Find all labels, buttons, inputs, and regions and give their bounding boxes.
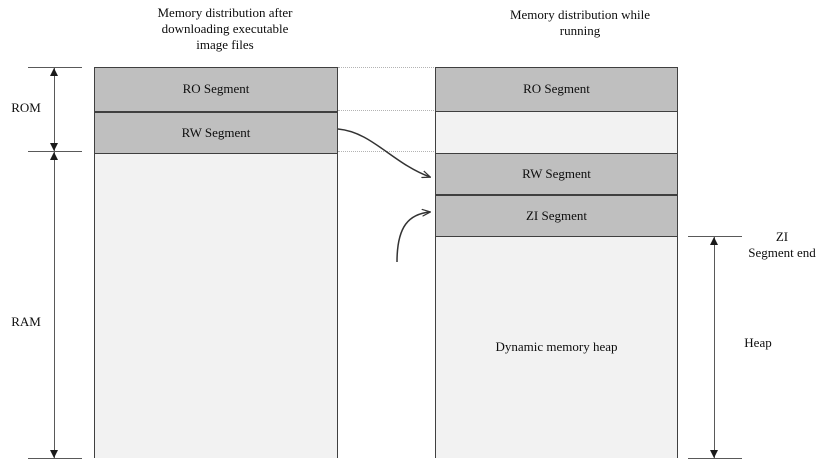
left-segment-ro: RO Segment (95, 66, 337, 112)
memory-map-after-download: RO Segment RW Segment (94, 66, 338, 459)
left-segment-rw: RW Segment (95, 111, 337, 154)
rom-bracket-bottom-tick (28, 151, 82, 152)
heap-bracket-top-tick (688, 236, 742, 237)
left-diagram-title: Memory distribution after downloading ex… (157, 5, 293, 52)
right-segment-zi: ZI Segment (436, 194, 677, 237)
ram-bracket-arrow-up (50, 152, 58, 160)
right-segment-rw: RW Segment (436, 152, 677, 195)
heap-bracket-arrow-up (710, 237, 718, 245)
heap-bracket-bottom-tick (688, 458, 742, 459)
rom-label: ROM (11, 100, 41, 115)
zi-segment-end-label: ZI Segment end (748, 229, 816, 260)
zi-creation-arrow (396, 212, 430, 263)
ram-bracket-bottom-tick (28, 458, 82, 459)
guide-line-top (338, 67, 436, 68)
right-segment-heap: Dynamic memory heap (436, 236, 677, 459)
ram-label: RAM (11, 314, 41, 329)
heap-bracket-arrow-down (710, 450, 718, 458)
left-segment-ro-label: RO Segment (182, 81, 250, 97)
right-segment-ro-label: RO Segment (523, 81, 590, 97)
heap-label: Heap (744, 335, 772, 350)
rom-bracket-arrow-down (50, 143, 58, 151)
memory-map-while-running: RO Segment RW Segment ZI Segment Dynamic… (435, 66, 678, 459)
rom-bracket-line (54, 67, 55, 151)
right-segment-rw-label: RW Segment (522, 165, 591, 181)
right-segment-gap (436, 111, 677, 153)
right-segment-heap-label: Dynamic memory heap (495, 339, 618, 355)
ram-bracket-arrow-down (50, 450, 58, 458)
left-segment-rw-label: RW Segment (181, 124, 251, 140)
guide-line-middle (338, 110, 436, 111)
heap-bracket-line (714, 236, 715, 458)
right-segment-zi-label: ZI Segment (525, 207, 587, 223)
left-segment-free (95, 153, 337, 459)
ram-bracket-line (54, 151, 55, 458)
right-segment-ro: RO Segment (436, 66, 677, 112)
rom-bracket-arrow-up (50, 68, 58, 76)
right-diagram-title: Memory distribution while running (509, 7, 651, 38)
guide-line-bottom (338, 151, 436, 152)
rom-bracket-top-tick (28, 67, 82, 68)
rw-relocation-arrow (337, 128, 430, 177)
